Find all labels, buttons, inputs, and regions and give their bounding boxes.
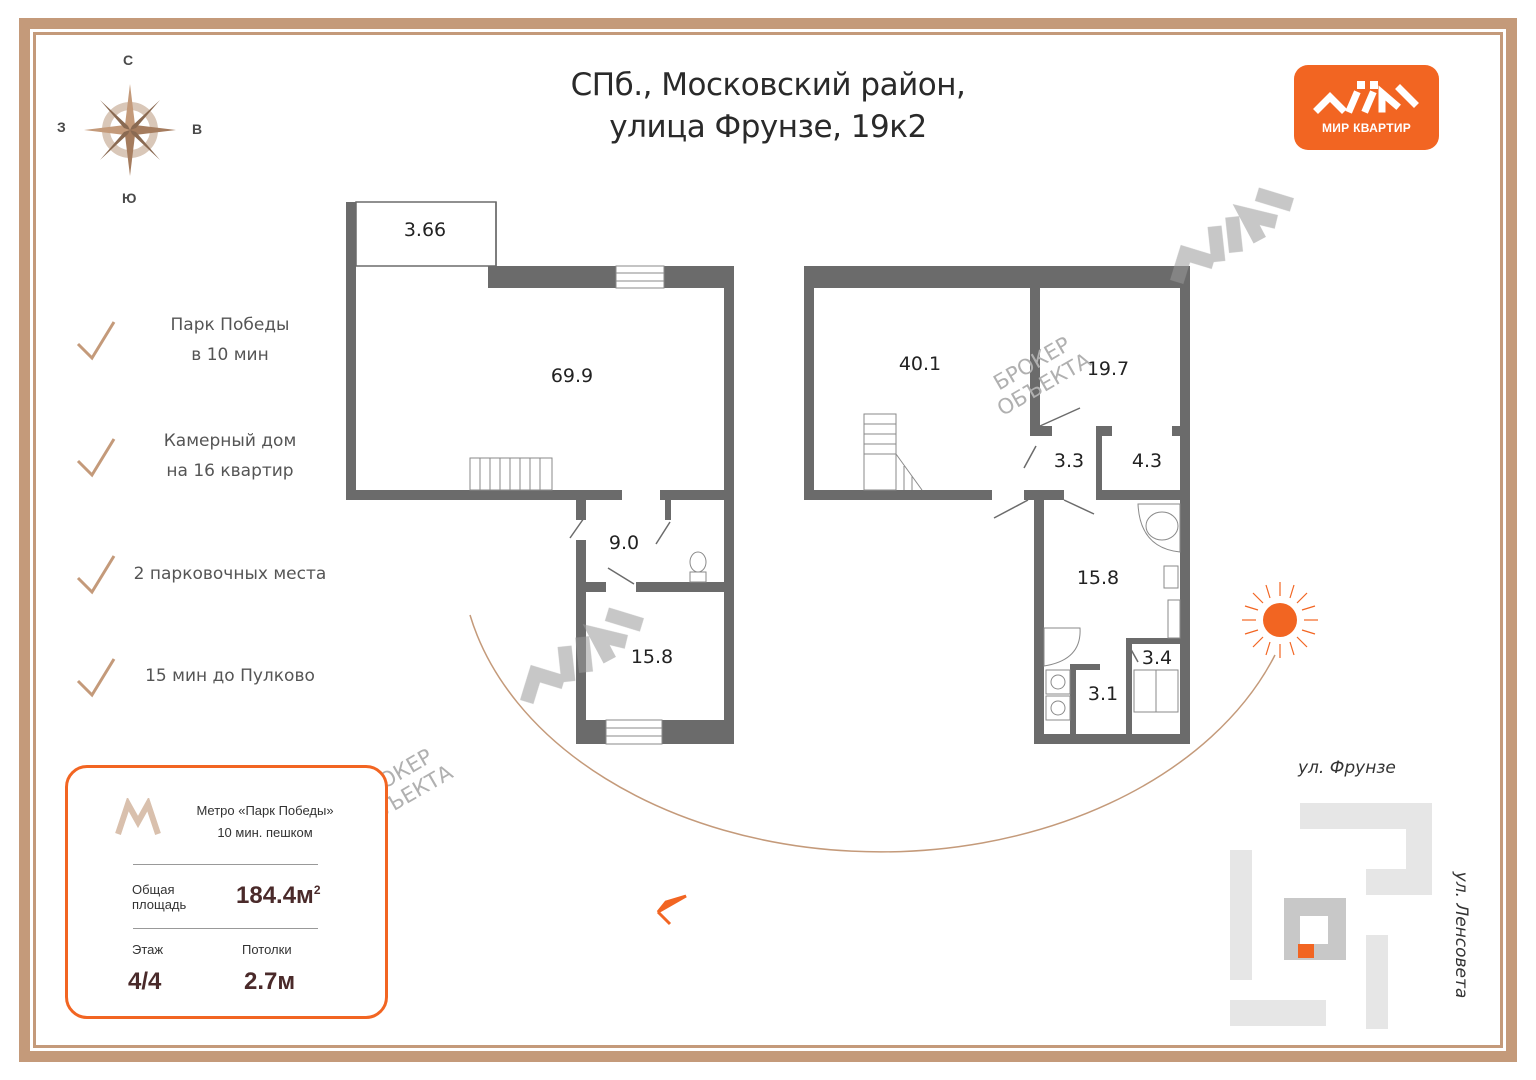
divider (133, 928, 318, 929)
compass-east-label: В (192, 121, 203, 137)
floor-value: 4/4 (128, 968, 162, 995)
feature-parking: 2 парковочных места (133, 564, 327, 584)
address-line-2: улица Фрунзе, 19к2 (609, 109, 927, 145)
street-label-frunze: ул. Фрунзе (1298, 758, 1396, 778)
area-value: 184.4м2 (236, 882, 321, 909)
feature-house: Камерный дом на 16 квартир (163, 431, 297, 481)
room-area-closet: 4.3 (1132, 450, 1162, 472)
level-2-walls (804, 266, 1190, 744)
room-area-right: 19.7 (1087, 358, 1129, 380)
checkmark-icon (76, 658, 116, 698)
sun-icon (1242, 582, 1318, 658)
compass-rose-icon (84, 84, 176, 176)
outer-frame (19, 18, 1517, 1062)
door-icon (569, 517, 671, 585)
ceiling-label: Потолки (242, 942, 292, 957)
metro-icon (115, 798, 161, 835)
street-label-lensoveta: ул. Ленсовета (1451, 871, 1471, 999)
mir-kvartir-logo-icon (1313, 81, 1419, 114)
metro-info: Метро «Парк Победы» 10 мин. пешком (196, 803, 334, 840)
room-area-large: 40.1 (899, 353, 941, 375)
compass-north-label: С (123, 52, 134, 68)
window-icon (605, 265, 665, 745)
staircase-icon (469, 457, 553, 491)
washing-machine-icon (1045, 669, 1071, 721)
toilet-icon (689, 551, 707, 583)
ceiling-value: 2.7м (244, 968, 296, 995)
checkmark-icon (76, 321, 116, 361)
room-area-bedroom: 15.8 (631, 646, 673, 668)
room-area-storage: 3.4 (1142, 647, 1172, 669)
bathtub-icon (1137, 503, 1181, 553)
inner-frame (33, 32, 1503, 1048)
door-icon (993, 407, 1139, 663)
area-label: Общая площадь (132, 882, 187, 912)
shelf-icon (1133, 669, 1179, 713)
brand-logo: МИР КВАРТИР (1294, 65, 1439, 150)
feature-park: Парк Победы в 10 мин (170, 315, 290, 365)
location-mini-map (1230, 803, 1432, 1029)
compass-south-label: Ю (122, 190, 137, 206)
room-area-hall-2: 3.3 (1054, 450, 1084, 472)
floor-label: Этаж (132, 942, 164, 957)
address-title: СПб., Московский район, улица Фрунзе, 19… (468, 64, 1068, 148)
room-area-hall: 9.0 (609, 532, 639, 554)
checkmark-icon (76, 438, 116, 478)
room-area-laundry: 3.1 (1088, 683, 1118, 705)
brand-name: МИР КВАРТИР (1321, 121, 1412, 135)
compass-west-label: З (57, 119, 66, 135)
room-area-living: 69.9 (551, 365, 593, 387)
room-area-balcony: 3.66 (404, 219, 446, 241)
arrow-icon (656, 894, 687, 926)
address-line-1: СПб., Московский район, (570, 67, 966, 103)
checkmark-icon (76, 555, 116, 595)
sink-icon (1163, 565, 1181, 639)
info-card: Метро «Парк Победы» 10 мин. пешком Общая… (65, 765, 388, 1019)
moon-icon (451, 580, 480, 631)
shower-icon (1043, 627, 1081, 667)
divider (133, 864, 318, 865)
staircase-icon (863, 413, 923, 491)
room-area-bath: 15.8 (1077, 567, 1119, 589)
watermark-logo-icon (520, 187, 1294, 705)
sun-path-arc (469, 614, 1276, 853)
feature-airport: 15 мин до Пулково (145, 666, 315, 686)
